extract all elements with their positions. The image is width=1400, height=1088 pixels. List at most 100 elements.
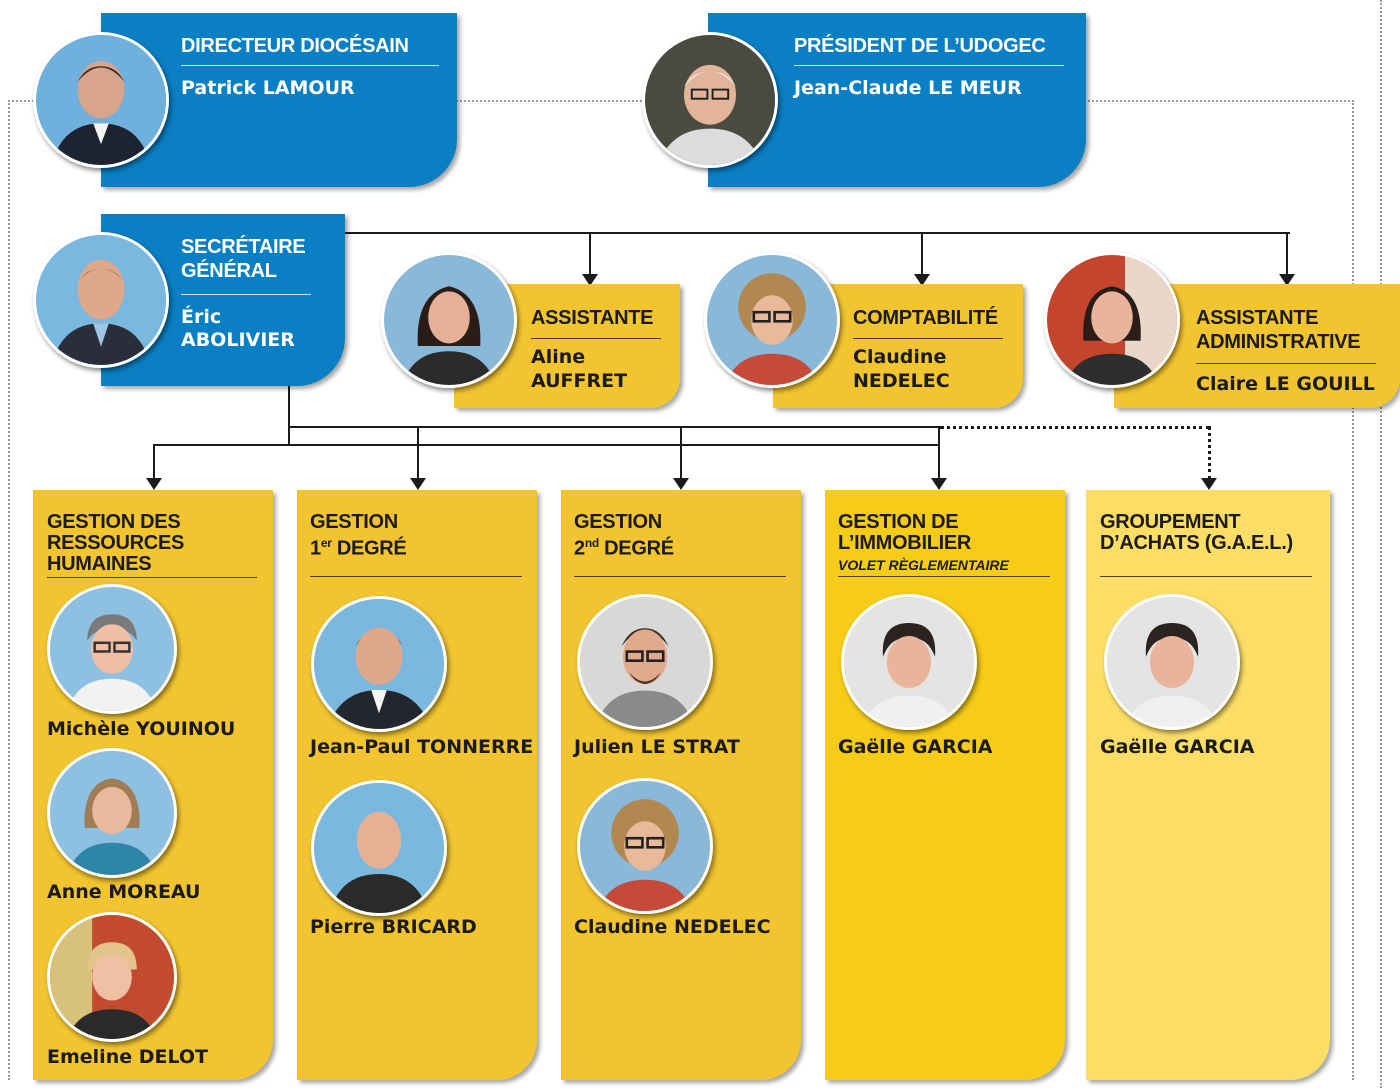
connector-secretary-down xyxy=(288,385,290,446)
member-name: Anne MOREAU xyxy=(47,881,201,903)
dept-immobilier-title: GESTION DE L’IMMOBILIER xyxy=(838,512,971,554)
connector-assistante-admin xyxy=(1286,232,1288,276)
dept-rh-title-line1: GESTION DES xyxy=(47,511,181,533)
dept-2nd-title-rest: DEGRÉ xyxy=(598,537,674,560)
connector-low xyxy=(153,444,940,446)
divider xyxy=(838,576,1050,577)
connector-mid xyxy=(288,426,940,428)
divider xyxy=(794,65,1064,66)
assistante-photo xyxy=(381,252,517,388)
connector-comptabilite xyxy=(921,232,923,276)
director-photo xyxy=(33,32,169,168)
secretary-photo xyxy=(33,232,169,368)
right-dotted-line xyxy=(1380,0,1382,1088)
dept-gael-title-line2: D’ACHATS (G.A.E.L.) xyxy=(1100,532,1293,554)
dept-1er-title-sup: er xyxy=(320,536,332,550)
divider xyxy=(181,65,439,66)
dept-2nd-card: GESTION 2nd DEGRÉ Julien LE STRAT Claudi… xyxy=(561,490,801,1080)
dept-rh-title-line3: HUMAINES xyxy=(47,553,152,575)
dept-1er-title-rest: DEGRÉ xyxy=(331,537,407,560)
arrow-assistante xyxy=(582,274,598,286)
member-photo xyxy=(311,780,447,916)
connector-top xyxy=(340,232,1290,234)
president-title: PRÉSIDENT DE L’UDOGEC xyxy=(794,35,1046,57)
member-photo xyxy=(1104,594,1240,730)
arrow-rh xyxy=(146,478,162,490)
divider xyxy=(1100,576,1312,577)
member-name: Pierre BRICARD xyxy=(310,916,477,938)
member-name: Claudine NEDELEC xyxy=(574,916,771,938)
arrow-1er xyxy=(410,478,426,490)
member-photo xyxy=(47,748,177,878)
comptabilite-name-line1: Claudine xyxy=(853,346,947,368)
member-name: Julien LE STRAT xyxy=(574,736,740,758)
director-name: Patrick LAMOUR xyxy=(181,77,355,99)
dept-rh-title: GESTION DES RESSOURCES HUMAINES xyxy=(47,512,184,575)
dept-immobilier-title-line1: GESTION DE xyxy=(838,511,959,533)
dept-2nd-title-sup: nd xyxy=(584,536,599,550)
secretary-title-line2: GÉNÉRAL xyxy=(181,260,277,282)
assistante-admin-title-line2: ADMINISTRATIVE xyxy=(1196,331,1361,353)
comptabilite-name-line2: NEDELEC xyxy=(853,370,950,392)
assistante-title: ASSISTANTE xyxy=(531,307,654,329)
dept-1er-title-line1: GESTION xyxy=(310,511,398,533)
president-photo xyxy=(642,32,778,168)
member-photo xyxy=(311,596,447,732)
connector-1er xyxy=(417,426,419,480)
divider xyxy=(853,338,1003,339)
secretary-name-line1: Éric xyxy=(181,306,222,328)
assistante-admin-photo xyxy=(1044,252,1180,388)
divider xyxy=(1196,363,1376,364)
dept-immobilier-title-line2: L’IMMOBILIER xyxy=(838,532,972,554)
assistante-admin-title-line1: ASSISTANTE xyxy=(1196,307,1319,329)
divider xyxy=(181,294,311,295)
member-name: Jean-Paul TONNERRE xyxy=(310,736,534,758)
assistante-name-line1: Aline xyxy=(531,346,586,368)
dept-2nd-title: GESTION 2nd DEGRÉ xyxy=(574,512,674,560)
arrow-gael xyxy=(1201,478,1217,490)
arrow-comptabilite xyxy=(914,274,930,286)
divider xyxy=(310,576,522,577)
dept-gael-card: GROUPEMENT D’ACHATS (G.A.E.L.) Gaëlle GA… xyxy=(1086,490,1330,1080)
divider xyxy=(47,577,257,578)
connector-dotted-gael xyxy=(940,426,1210,429)
secretary-title-line1: SECRÉTAIRE xyxy=(181,236,306,258)
dept-1er-title: GESTION 1er DEGRÉ xyxy=(310,511,407,560)
comptabilite-photo xyxy=(704,252,840,388)
dept-gael-title: GROUPEMENT D’ACHATS (G.A.E.L.) xyxy=(1100,512,1293,554)
connector-immobilier xyxy=(938,426,940,480)
member-photo xyxy=(577,778,713,914)
arrow-assistante-admin xyxy=(1279,274,1295,286)
divider xyxy=(574,576,786,577)
member-name: Emeline DELOT xyxy=(47,1046,209,1068)
member-photo xyxy=(841,594,977,730)
dept-gael-title-line1: GROUPEMENT xyxy=(1100,511,1241,533)
arrow-2nd xyxy=(673,478,689,490)
connector-assistante xyxy=(589,232,591,276)
member-photo xyxy=(577,594,713,730)
dept-1er-card: GESTION 1er DEGRÉ Jean-Paul TONNERRE Pie… xyxy=(297,490,537,1080)
dept-immobilier-card: GESTION DE L’IMMOBILIER VOLET RÈGLEMENTA… xyxy=(825,490,1065,1080)
dept-1er-title-number: 1 xyxy=(310,537,321,560)
member-photo xyxy=(47,912,177,1042)
connector-dotted-gael-down xyxy=(1208,426,1211,480)
member-name: Gaëlle GARCIA xyxy=(1100,736,1255,758)
comptabilite-title: COMPTABILITÉ xyxy=(853,307,998,329)
connector-2nd xyxy=(680,426,682,480)
president-name: Jean-Claude LE MEUR xyxy=(794,77,1022,99)
member-name: Michèle YOUINOU xyxy=(47,718,236,740)
assistante-name-line2: AUFFRET xyxy=(531,370,628,392)
assistante-admin-name: Claire LE GOUILL xyxy=(1196,373,1375,395)
dept-rh-title-line2: RESSOURCES xyxy=(47,532,185,554)
dept-rh-card: GESTION DES RESSOURCES HUMAINES Michèle … xyxy=(33,490,273,1080)
member-photo xyxy=(47,584,177,714)
arrow-immobilier xyxy=(931,478,947,490)
secretary-name-line2: ABOLIVIER xyxy=(181,329,295,351)
dept-2nd-title-line1: GESTION xyxy=(574,511,662,533)
dept-immobilier-subtitle: VOLET RÈGLEMENTAIRE xyxy=(838,557,1009,573)
divider xyxy=(531,338,661,339)
connector-rh xyxy=(153,444,155,480)
director-title: DIRECTEUR DIOCÉSAIN xyxy=(181,35,409,57)
dept-2nd-title-number: 2 xyxy=(574,537,585,560)
member-name: Gaëlle GARCIA xyxy=(838,736,993,758)
